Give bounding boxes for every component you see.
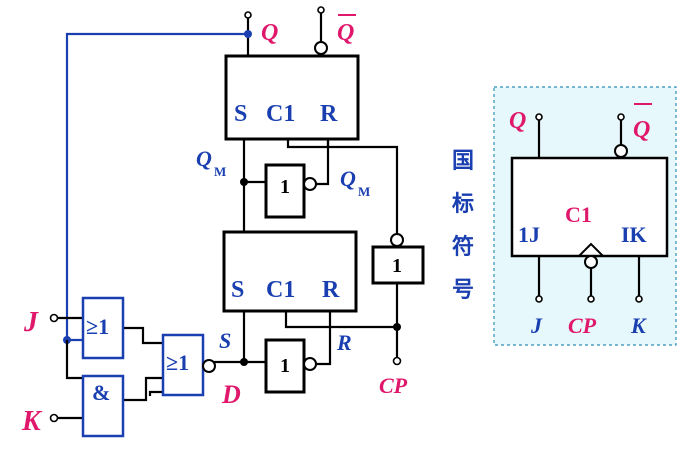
q-junction-dot [244,30,252,38]
k-label: K [21,406,43,437]
symbol-cp-pin [587,295,595,303]
slave-r-wire [316,311,332,366]
cp-label: CP [379,373,408,398]
symbol-pin-c1: C1 [565,202,592,227]
slave-c1-wire [284,311,397,329]
master-r-label: R [320,101,338,127]
vertical-label-3: 符 [452,234,474,260]
symbol-j-label: J [530,313,543,338]
slave-latch [222,230,358,313]
symbol-j-pin [535,295,543,303]
qm-bar-wire [316,139,330,186]
qm-inverter-label: 1 [280,176,290,198]
qbar-pin [317,6,325,14]
j-label: J [23,307,39,338]
cp-inverter [371,245,425,285]
symbol-k-label: K [630,313,647,338]
master-latch [224,54,360,141]
master-c1-label: C1 [266,101,295,127]
qbar-label: Q [337,20,354,46]
vertical-label-4: 号 [452,278,474,303]
or-gate-top [81,296,125,360]
slave-inverter-bubble [303,357,317,371]
q-feedback-wire [65,32,248,342]
k-pin [49,413,59,423]
or1-to-or2-wire [123,326,163,345]
and-gate [81,374,125,438]
and-stub [148,390,163,396]
slave-c1-label: C1 [266,277,295,303]
symbol-q-label: Q [509,108,526,134]
qm-sub-label: M [214,164,226,179]
j-pin [49,313,59,323]
or-gate-out [161,333,205,397]
symbol-pin-1j: 1J [518,222,540,247]
qm-inverter-bubble [303,177,317,191]
symbol-cp-label: CP [568,313,597,338]
qm-label: Q [196,146,212,171]
qbar-bubble [314,41,328,55]
cp-pin [392,356,402,366]
master-c1-wire [286,139,399,236]
symbol-qbar-pin [617,113,625,121]
symbol-k-pin [635,295,643,303]
symbol-qbar-label: Q [633,117,650,143]
symbol-q-pin [535,113,543,121]
jk-symbol-box [510,156,669,258]
and-to-or2-wire [123,376,163,402]
q-label: Q [261,20,278,46]
or-gate-top-label: ≥1 [86,314,109,339]
slave-r-label: R [322,277,340,303]
qm-bar-sub-label: M [358,184,370,199]
vertical-label-2: 标 [452,191,474,217]
slave-r-inverter [264,338,306,394]
r-input-label: R [336,330,352,355]
and-feedback-wire [65,340,83,380]
master-s-label: S [234,101,247,127]
s-input-label: S [219,328,231,353]
or-out-bubble [202,359,216,373]
qm-inverter [264,163,306,219]
symbol-clock-triangle [578,242,604,257]
slave-inverter-label: 1 [280,355,290,377]
cp-inverter-label: 1 [392,255,402,277]
or-gate-out-label: ≥1 [166,350,189,375]
symbol-pin-1k: IK [621,222,647,247]
vertical-label-1: 国 [452,149,474,174]
symbol-qbar-bubble [614,144,628,158]
cp-inverter-bubble [390,233,404,247]
symbol-cp-bubble [584,255,598,269]
and-gate-label: & [92,380,110,405]
qm-bar-label: Q [340,166,356,191]
d-label: D [221,380,241,409]
slave-s-label: S [231,277,244,303]
q-pin [244,11,252,19]
